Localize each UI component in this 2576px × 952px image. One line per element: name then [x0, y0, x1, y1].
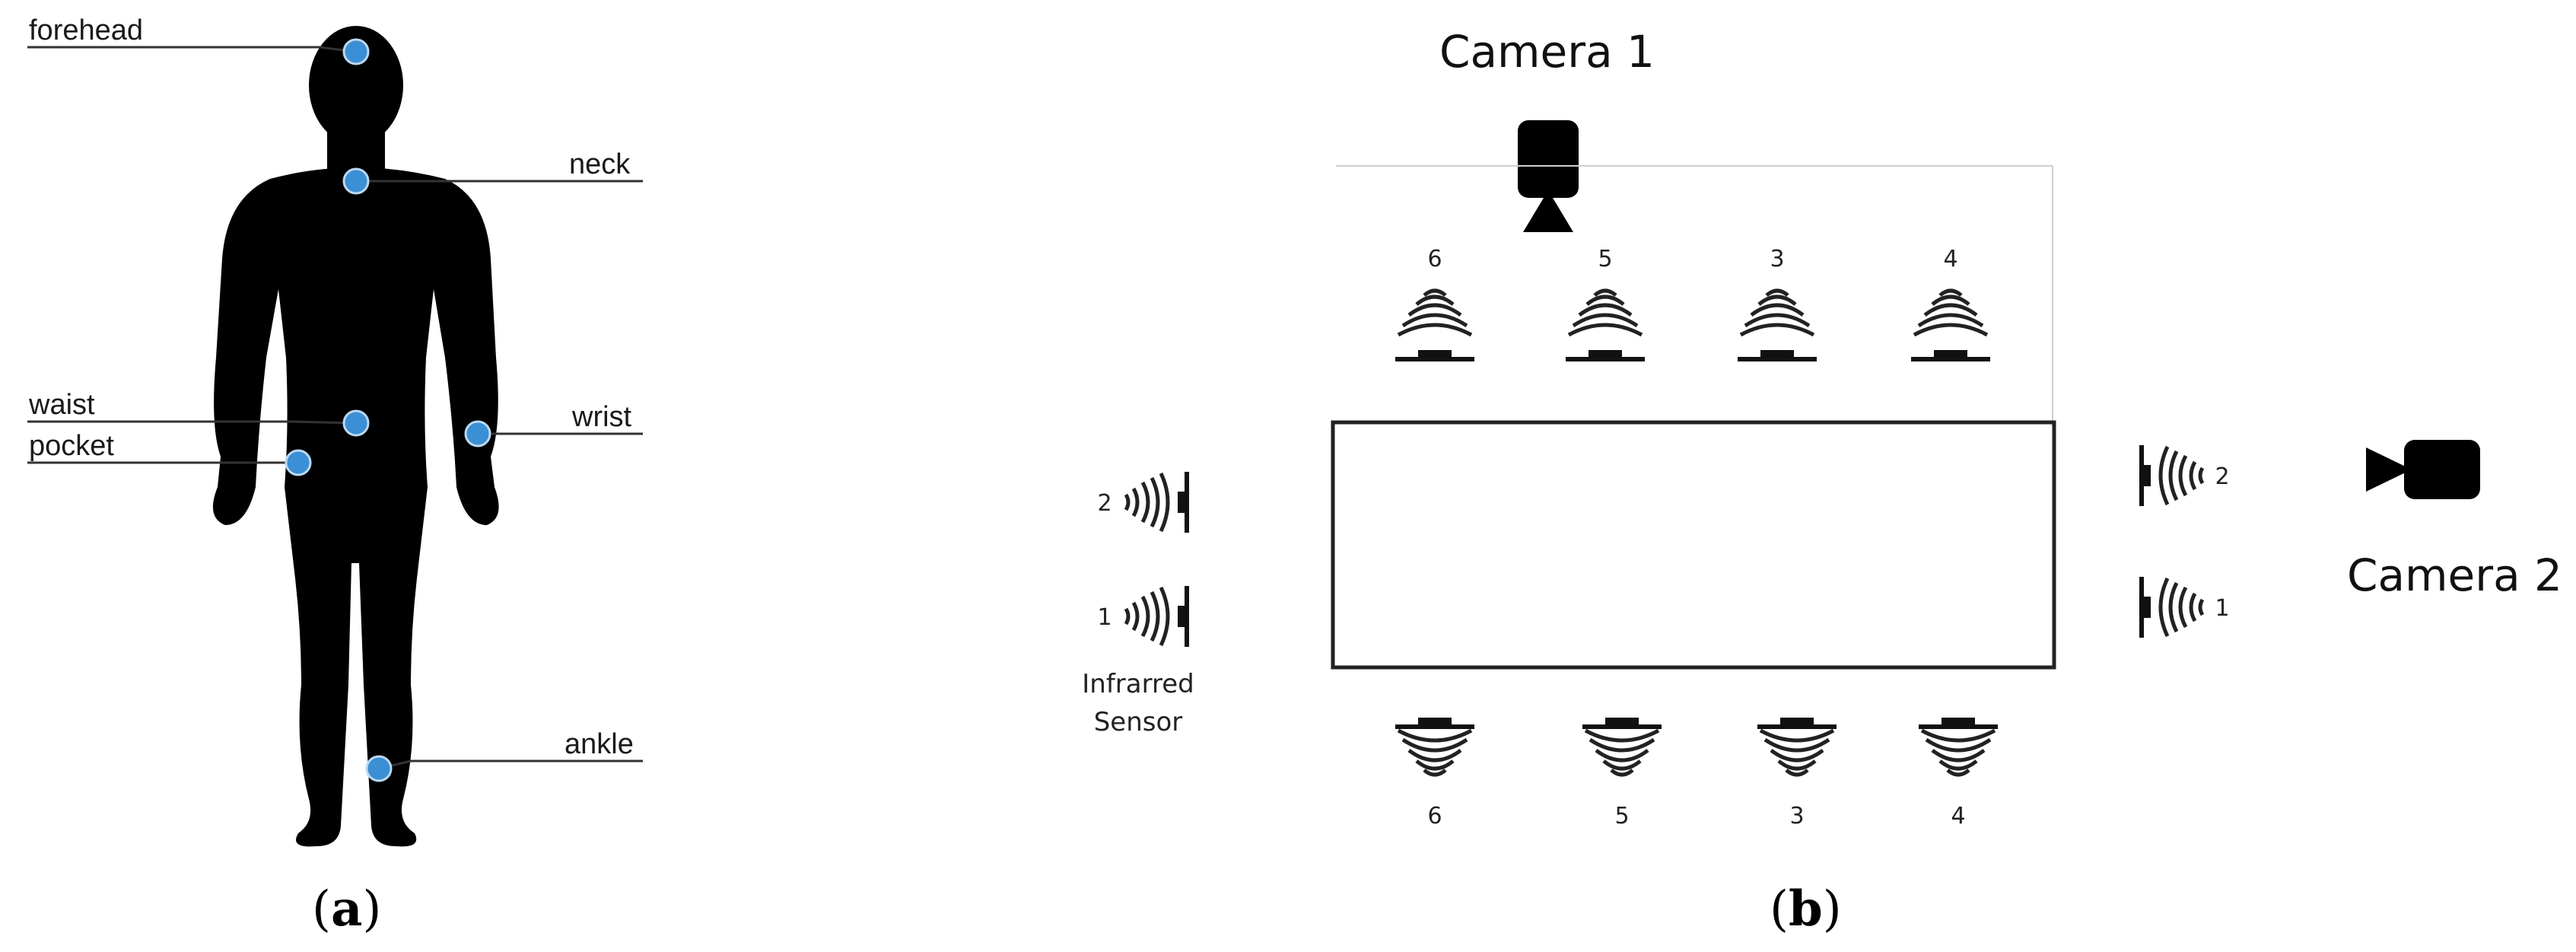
marker-ankle — [365, 755, 393, 782]
left-sensor-column: 2 1 Infrarred Sensor — [1082, 472, 1194, 737]
top-sensor-2-number: 5 — [1598, 246, 1612, 272]
room-rectangle — [1331, 420, 2056, 670]
top-sensor-2: 5 — [1566, 246, 1645, 361]
top-sensor-row: 6 5 3 — [1395, 246, 1990, 361]
label-neck: neck — [569, 148, 631, 180]
top-sensor-1: 6 — [1395, 246, 1474, 361]
right-sensor-column: 2 1 — [2139, 445, 2230, 638]
camera2-label: Camera 2 — [2347, 549, 2562, 601]
body-markers — [285, 38, 491, 782]
left-sensor-2-number: 2 — [1097, 490, 1111, 517]
silhouette-torso — [212, 167, 499, 847]
label-waist: waist — [28, 389, 95, 421]
right-sensor-1: 1 — [2139, 577, 2230, 638]
leader-ankle — [378, 759, 643, 770]
camera1-label: Camera 1 — [1439, 26, 1655, 78]
caption-b-letter: b — [1789, 880, 1823, 938]
label-pocket: pocket — [29, 430, 114, 462]
ir-sensor-label-line1: Infrarred — [1082, 669, 1194, 699]
caption-a-letter: a — [331, 880, 362, 938]
room-frame — [1336, 165, 2053, 426]
leader-forehead — [27, 46, 357, 53]
bottom-sensor-3: 3 — [1757, 718, 1837, 829]
caption-a: (a) — [312, 880, 381, 938]
silhouette-head — [309, 26, 403, 145]
bottom-sensor-2-number: 5 — [1614, 803, 1629, 829]
ir-sensor-label-line2: Sensor — [1094, 707, 1183, 737]
leader-waist — [27, 420, 357, 425]
left-sensor-2: 2 — [1097, 472, 1189, 533]
bottom-sensor-3-number: 3 — [1789, 803, 1804, 829]
camera1-icon — [1518, 120, 1579, 232]
right-sensor-1-number: 1 — [2215, 595, 2229, 622]
camera2-icon — [2366, 440, 2480, 499]
bottom-sensor-2: 5 — [1582, 718, 1662, 829]
marker-waist — [342, 409, 370, 437]
label-wrist: wrist — [571, 401, 632, 433]
label-forehead: forehead — [29, 14, 143, 46]
left-sensor-1: 1 — [1097, 586, 1189, 647]
bottom-sensor-1: 6 — [1395, 718, 1474, 829]
caption-a-close: ) — [362, 881, 381, 938]
top-sensor-3: 3 — [1738, 246, 1817, 361]
caption-b-close: ) — [1823, 881, 1842, 938]
caption-a-open: ( — [312, 881, 331, 938]
right-sensor-2-number: 2 — [2215, 463, 2229, 490]
top-sensor-4-number: 4 — [1943, 246, 1957, 272]
left-sensor-1-number: 1 — [1097, 604, 1111, 631]
caption-b-open: ( — [1770, 881, 1789, 938]
marker-wrist — [464, 420, 491, 447]
top-sensor-1-number: 6 — [1427, 246, 1442, 272]
human-silhouette — [212, 26, 499, 847]
label-ankle: ankle — [564, 728, 634, 760]
marker-pocket — [285, 449, 312, 476]
marker-neck — [342, 167, 370, 195]
caption-b: (b) — [1770, 880, 1842, 938]
panel-a: forehead neck waist pocket wrist ankle (… — [27, 14, 643, 938]
bottom-sensor-row: 6 5 3 — [1395, 718, 1998, 829]
right-sensor-2: 2 — [2139, 445, 2230, 506]
top-sensor-3-number: 3 — [1770, 246, 1784, 272]
panel-b: Camera 1 Camera 2 6 — [1082, 26, 2562, 938]
bottom-sensor-4-number: 4 — [1951, 803, 1965, 829]
top-sensor-4: 4 — [1911, 246, 1990, 361]
marker-forehead — [342, 38, 370, 65]
bottom-sensor-1-number: 6 — [1427, 803, 1442, 829]
bottom-sensor-4: 4 — [1919, 718, 1998, 829]
